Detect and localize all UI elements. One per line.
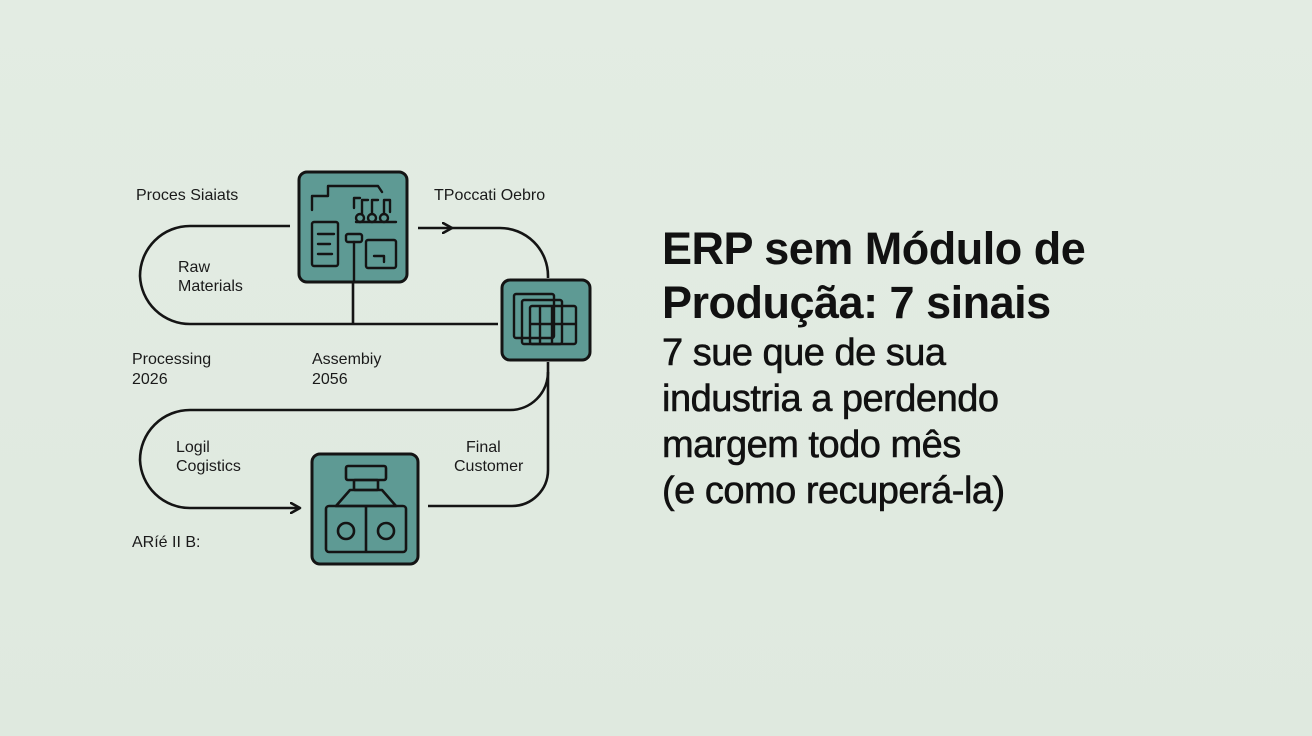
- label-processing-year: 2026: [132, 371, 168, 388]
- label-process-status: Proces Siaiats: [136, 187, 239, 204]
- label-raw: Raw: [178, 259, 211, 276]
- headline-line-5: margem todo mês: [662, 424, 962, 467]
- label-cogistics: Cogistics: [176, 458, 241, 475]
- flow-line-raw-loop: [138, 224, 498, 326]
- label-tpoccati-oebro: TPoccati Oebro: [434, 187, 546, 204]
- headline: ERP sem Módulo de Produçãa: 7 sinais 7 s…: [662, 222, 1302, 514]
- label-arie: ARíé II B:: [132, 534, 201, 551]
- factory-icon: [324, 464, 408, 554]
- label-final: Final: [466, 439, 501, 456]
- module-node: [500, 278, 592, 362]
- label-assembly: Assembiy: [312, 351, 382, 368]
- headline-line-1: ERP sem Módulo de: [662, 223, 1086, 274]
- label-logil: Logil: [176, 439, 210, 456]
- headline-line-6: (e como recuperá-la): [662, 470, 1006, 513]
- flow-line-right-down: [428, 372, 550, 508]
- flow-line-module-down: [138, 362, 550, 508]
- label-processing: Processing: [132, 351, 212, 368]
- headline-line-2: Produçãa: 7 sinais: [662, 277, 1051, 328]
- label-customer: Customer: [454, 458, 524, 475]
- module-blocks-icon: [512, 292, 578, 346]
- headline-line-4: industria a perdendo: [662, 378, 1000, 421]
- factory-node: [310, 452, 420, 566]
- flow-line-top-right: [452, 226, 550, 278]
- headline-line-3: 7 sue que de sua: [662, 332, 947, 375]
- machinery-node: [297, 170, 409, 284]
- label-materials: Materials: [178, 278, 243, 295]
- label-assembly-year: 2056: [312, 371, 348, 388]
- machinery-icon: [310, 184, 398, 284]
